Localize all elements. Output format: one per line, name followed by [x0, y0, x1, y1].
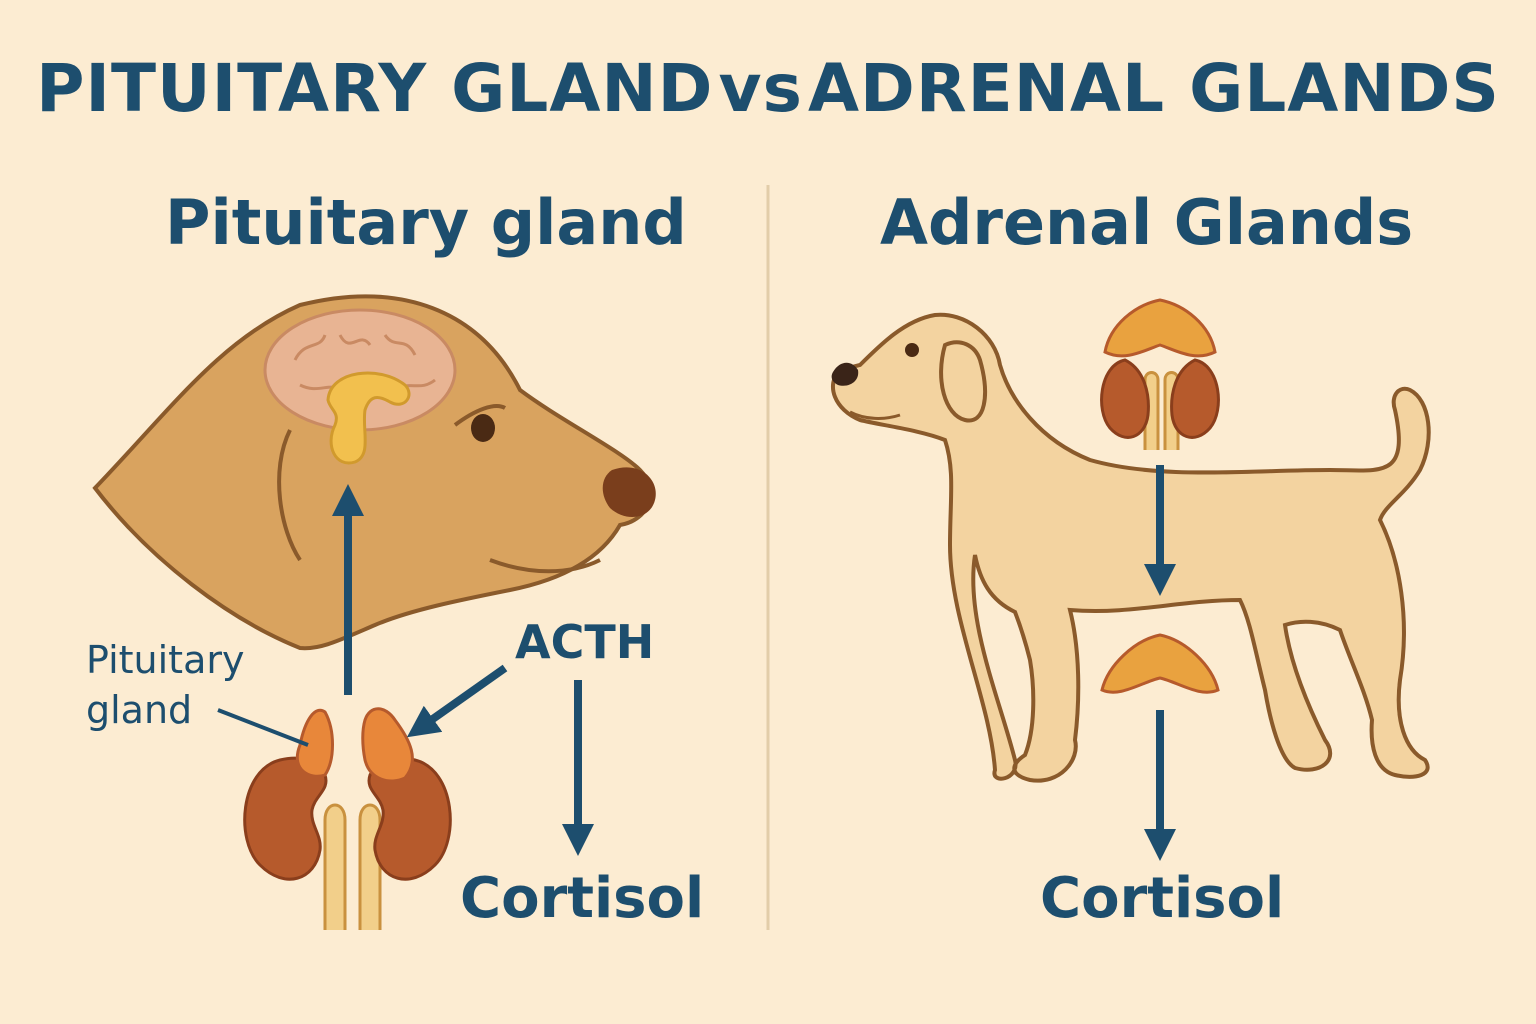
dog-head-illustration [92, 294, 656, 651]
kidneys-illustration-left [243, 707, 452, 930]
standing-dog-illustration [830, 312, 1431, 783]
pituitary-callout-line2: gland [86, 688, 193, 732]
title-left: PITUITARY GLAND [36, 50, 714, 127]
title-vs: vs [718, 50, 803, 127]
page-title: PITUITARY GLAND vs ADRENAL GLANDS [0, 50, 1536, 127]
pituitary-callout-line1: Pituitary [86, 638, 245, 682]
title-right: ADRENAL GLANDS [807, 50, 1500, 127]
cortisol-label-left: Cortisol [460, 866, 705, 931]
adrenal-gland-icon [1100, 633, 1220, 694]
cortisol-label-right: Cortisol [1040, 866, 1285, 931]
callout-line [217, 708, 309, 747]
left-panel-heading: Pituitary gland [165, 186, 687, 259]
acth-label: ACTH [515, 615, 655, 669]
kidneys-illustration-right [1100, 298, 1220, 450]
arrow-acth-to-adrenal [406, 664, 508, 738]
right-panel-heading: Adrenal Glands [880, 186, 1414, 259]
